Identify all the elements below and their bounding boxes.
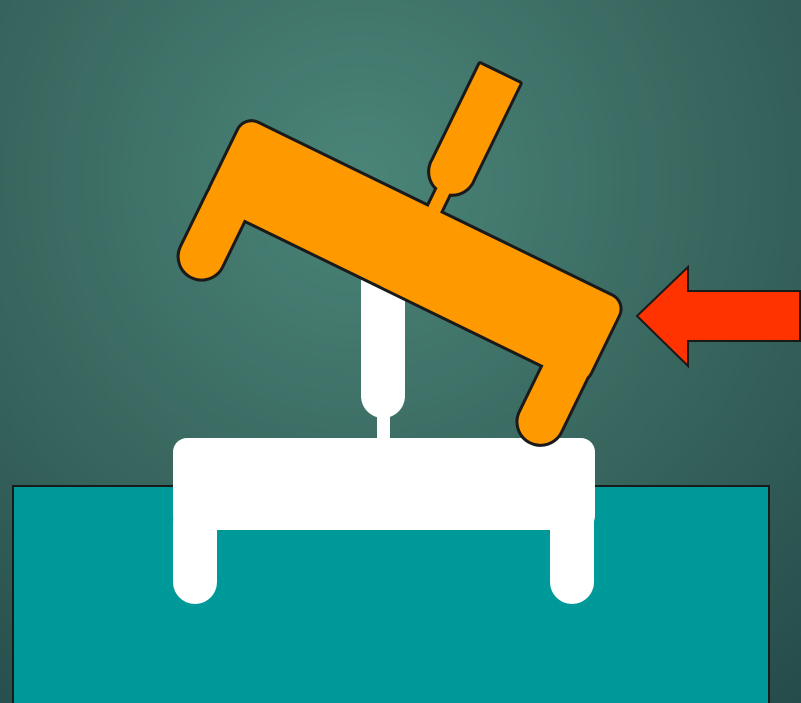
fixed-part-probe-neck [377,410,390,446]
fixed-part [173,268,595,604]
tilted-part-right-leg [518,345,589,444]
tilted-part-left-leg [179,180,250,279]
fixed-part-right-leg [550,500,594,604]
fixed-part-body [173,438,595,530]
fixed-part-left-leg [173,500,217,604]
tilted-part [176,61,623,447]
fixed-part-probe-tip [361,374,405,418]
left-arrow-icon [635,264,801,369]
tilted-part-body [209,122,620,381]
